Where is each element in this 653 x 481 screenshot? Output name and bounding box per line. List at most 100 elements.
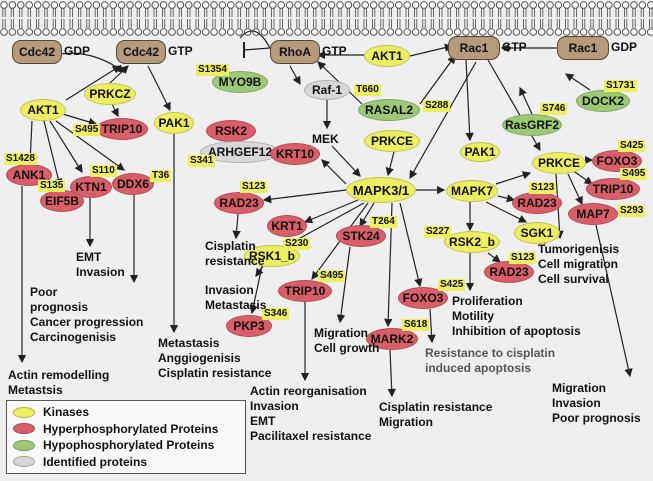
- foxo3-mid-node: FOXO3: [398, 287, 448, 309]
- legend-label-hypo: Hypophosphorylated Proteins: [43, 438, 215, 453]
- legend: Kinases Hyperphosphorylated Proteins Hyp…: [6, 400, 246, 474]
- pak1-outcome: Metastasis Anggiogenisis Cisplatin resis…: [158, 336, 272, 380]
- rasal2-node: RASAL2: [358, 99, 420, 121]
- cdc42-gdp-label: Cdc42: [18, 45, 56, 59]
- sgk1-outcome: Tumorigenisis Cell migration Cell surviv…: [538, 242, 620, 286]
- rac1-gdp-node: Rac1: [557, 36, 609, 60]
- map7-node: MAP7: [568, 203, 618, 225]
- ktn1-outcome: EMT Invasion: [76, 250, 125, 279]
- rac1-gdp-state: GDP: [611, 40, 638, 54]
- mapk7-node: MAPK7: [446, 180, 498, 202]
- rhoa-label: RhoA: [279, 45, 311, 59]
- legend-label-kinases: Kinases: [43, 405, 90, 420]
- cdc42-gtp-state: GTP: [168, 44, 193, 58]
- legend-swatch-kinases: [13, 406, 35, 418]
- legend-label-identified: Identified proteins: [43, 454, 148, 469]
- rac1-gdp-label: Rac1: [568, 41, 598, 55]
- dock2-site: S1731: [604, 80, 637, 92]
- rad23-left-node: RAD23: [214, 192, 264, 214]
- rac1-gtp-label: Rac1: [459, 41, 489, 55]
- pak1-left-node: PAK1: [154, 112, 194, 134]
- raf1-node: Raf-1: [304, 80, 350, 100]
- ank1-outcome: Actin remodelling Metastsis: [8, 368, 110, 397]
- legend-item-hypo: Hypophosphorylated Proteins: [13, 437, 239, 454]
- ktn1-site: S110: [90, 165, 117, 177]
- rsk1b-node: RSK1_b: [244, 245, 300, 267]
- rasgrf2-site: S746: [540, 103, 568, 115]
- trip10-outcome: Actin reorganisation Invasion EMT Pacili…: [250, 384, 372, 443]
- raf1-site: T660: [354, 84, 381, 96]
- eif5b-node: EIF5B: [40, 190, 84, 212]
- rsk2b-site: S227: [424, 226, 452, 238]
- trip10-right-site: S495: [620, 168, 648, 180]
- rsk2b-node: RSK2_b: [444, 231, 500, 253]
- myo9b-node: MYO9B: [212, 71, 268, 93]
- legend-label-hyper: Hyperphosphorylated Proteins: [43, 421, 219, 436]
- rac1-gtp-state: GTP: [502, 40, 527, 54]
- rhoa-node: RhoA: [270, 40, 320, 64]
- mek-label: MEK: [312, 132, 339, 146]
- stk24-node: STK24: [336, 225, 386, 247]
- cdc42-gtp-node: Cdc42: [116, 40, 166, 64]
- ddx6-node: DDX6: [112, 173, 154, 195]
- krt10-node: KRT10: [270, 143, 320, 165]
- rasal2-site: S288: [423, 100, 451, 112]
- rsk2-outcome: Proliferation Motility Inhibition of apo…: [452, 294, 581, 338]
- rhoa-state: GTP: [322, 44, 347, 58]
- legend-swatch-hypo: [13, 439, 35, 451]
- sgk1-node: SGK1: [514, 222, 560, 244]
- stk24-site: T264: [370, 216, 397, 228]
- cdc42-gtp-label: Cdc42: [122, 45, 160, 59]
- prkce-right-node: PRKCE: [532, 152, 586, 174]
- trip10-right-node: TRIP10: [586, 178, 640, 200]
- cdc42-gdp-state: GDP: [64, 44, 91, 58]
- ank1-site: S1428: [4, 153, 37, 165]
- rac1-gtp-node: Rac1: [448, 36, 500, 60]
- legend-swatch-hyper: [13, 423, 35, 435]
- foxo3-mid-site: S425: [438, 279, 466, 291]
- prkcz-node: PRKCZ: [84, 83, 136, 105]
- rsk1-outcome: Invasion Metastasis: [205, 283, 267, 312]
- rsk2-node: RSK2: [206, 120, 256, 142]
- rad23-outcome: Cisplatin resistance: [205, 239, 265, 268]
- ddx6-site: T36: [150, 170, 172, 182]
- mark2-site: S618: [402, 319, 430, 331]
- foxo3-right-site: S425: [618, 140, 646, 152]
- arhgef12-site: S341: [188, 155, 216, 167]
- rad23-low-node: RAD23: [484, 261, 534, 283]
- map7-site: S293: [618, 205, 646, 217]
- dock2-node: DOCK2: [576, 90, 630, 112]
- foxo3-outcome: Resistance to cisplatin induced apoptosi…: [425, 346, 556, 375]
- legend-item-hyper: Hyperphosphorylated Proteins: [13, 421, 239, 438]
- eif5b-site: S135: [38, 180, 66, 192]
- rad23-mid-site: S123: [529, 182, 557, 194]
- mapk31-node: MAPK3/1: [346, 177, 416, 203]
- legend-item-kinases: Kinases: [13, 404, 239, 421]
- rsk1b-site: S230: [283, 238, 311, 250]
- pak1-right-node: PAK1: [460, 142, 500, 162]
- cell-membrane: [0, 1, 653, 36]
- stk24-outcome: Migration Cell growth: [314, 326, 380, 355]
- prkce-mid-node: PRKCE: [364, 130, 420, 152]
- rad23-mid-node: RAD23: [512, 192, 562, 214]
- ktn1-node: KTN1: [70, 176, 112, 198]
- trip10-left-site: S495: [73, 124, 101, 136]
- akt1-top-node: AKT1: [364, 45, 410, 67]
- myo9b-site: S1354: [196, 64, 229, 76]
- mark2-node: MARK2: [366, 328, 418, 350]
- eif5b-outcome: Poor prognosis Cancer progression Carcin…: [30, 285, 144, 344]
- trip10-mid-node: TRIP10: [278, 280, 332, 302]
- pkp3-node: PKP3: [226, 315, 272, 337]
- mark2-outcome: Cisplatin resistance Migration: [379, 400, 493, 429]
- krt1-node: KRT1: [267, 215, 307, 237]
- legend-swatch-identified: [13, 456, 35, 468]
- trip10-left-node: TRIP10: [96, 118, 148, 140]
- rad23-left-site: S123: [240, 181, 268, 193]
- cdc42-gdp-node: Cdc42: [12, 40, 62, 64]
- rasgrf2-node: RasGRF2: [502, 114, 562, 136]
- map7-outcome: Migration Invasion Poor prognosis: [552, 381, 641, 425]
- rad23-low-site: S123: [509, 252, 537, 264]
- foxo3-right-node: FOXO3: [592, 150, 642, 172]
- trip10-mid-site: S495: [318, 270, 346, 282]
